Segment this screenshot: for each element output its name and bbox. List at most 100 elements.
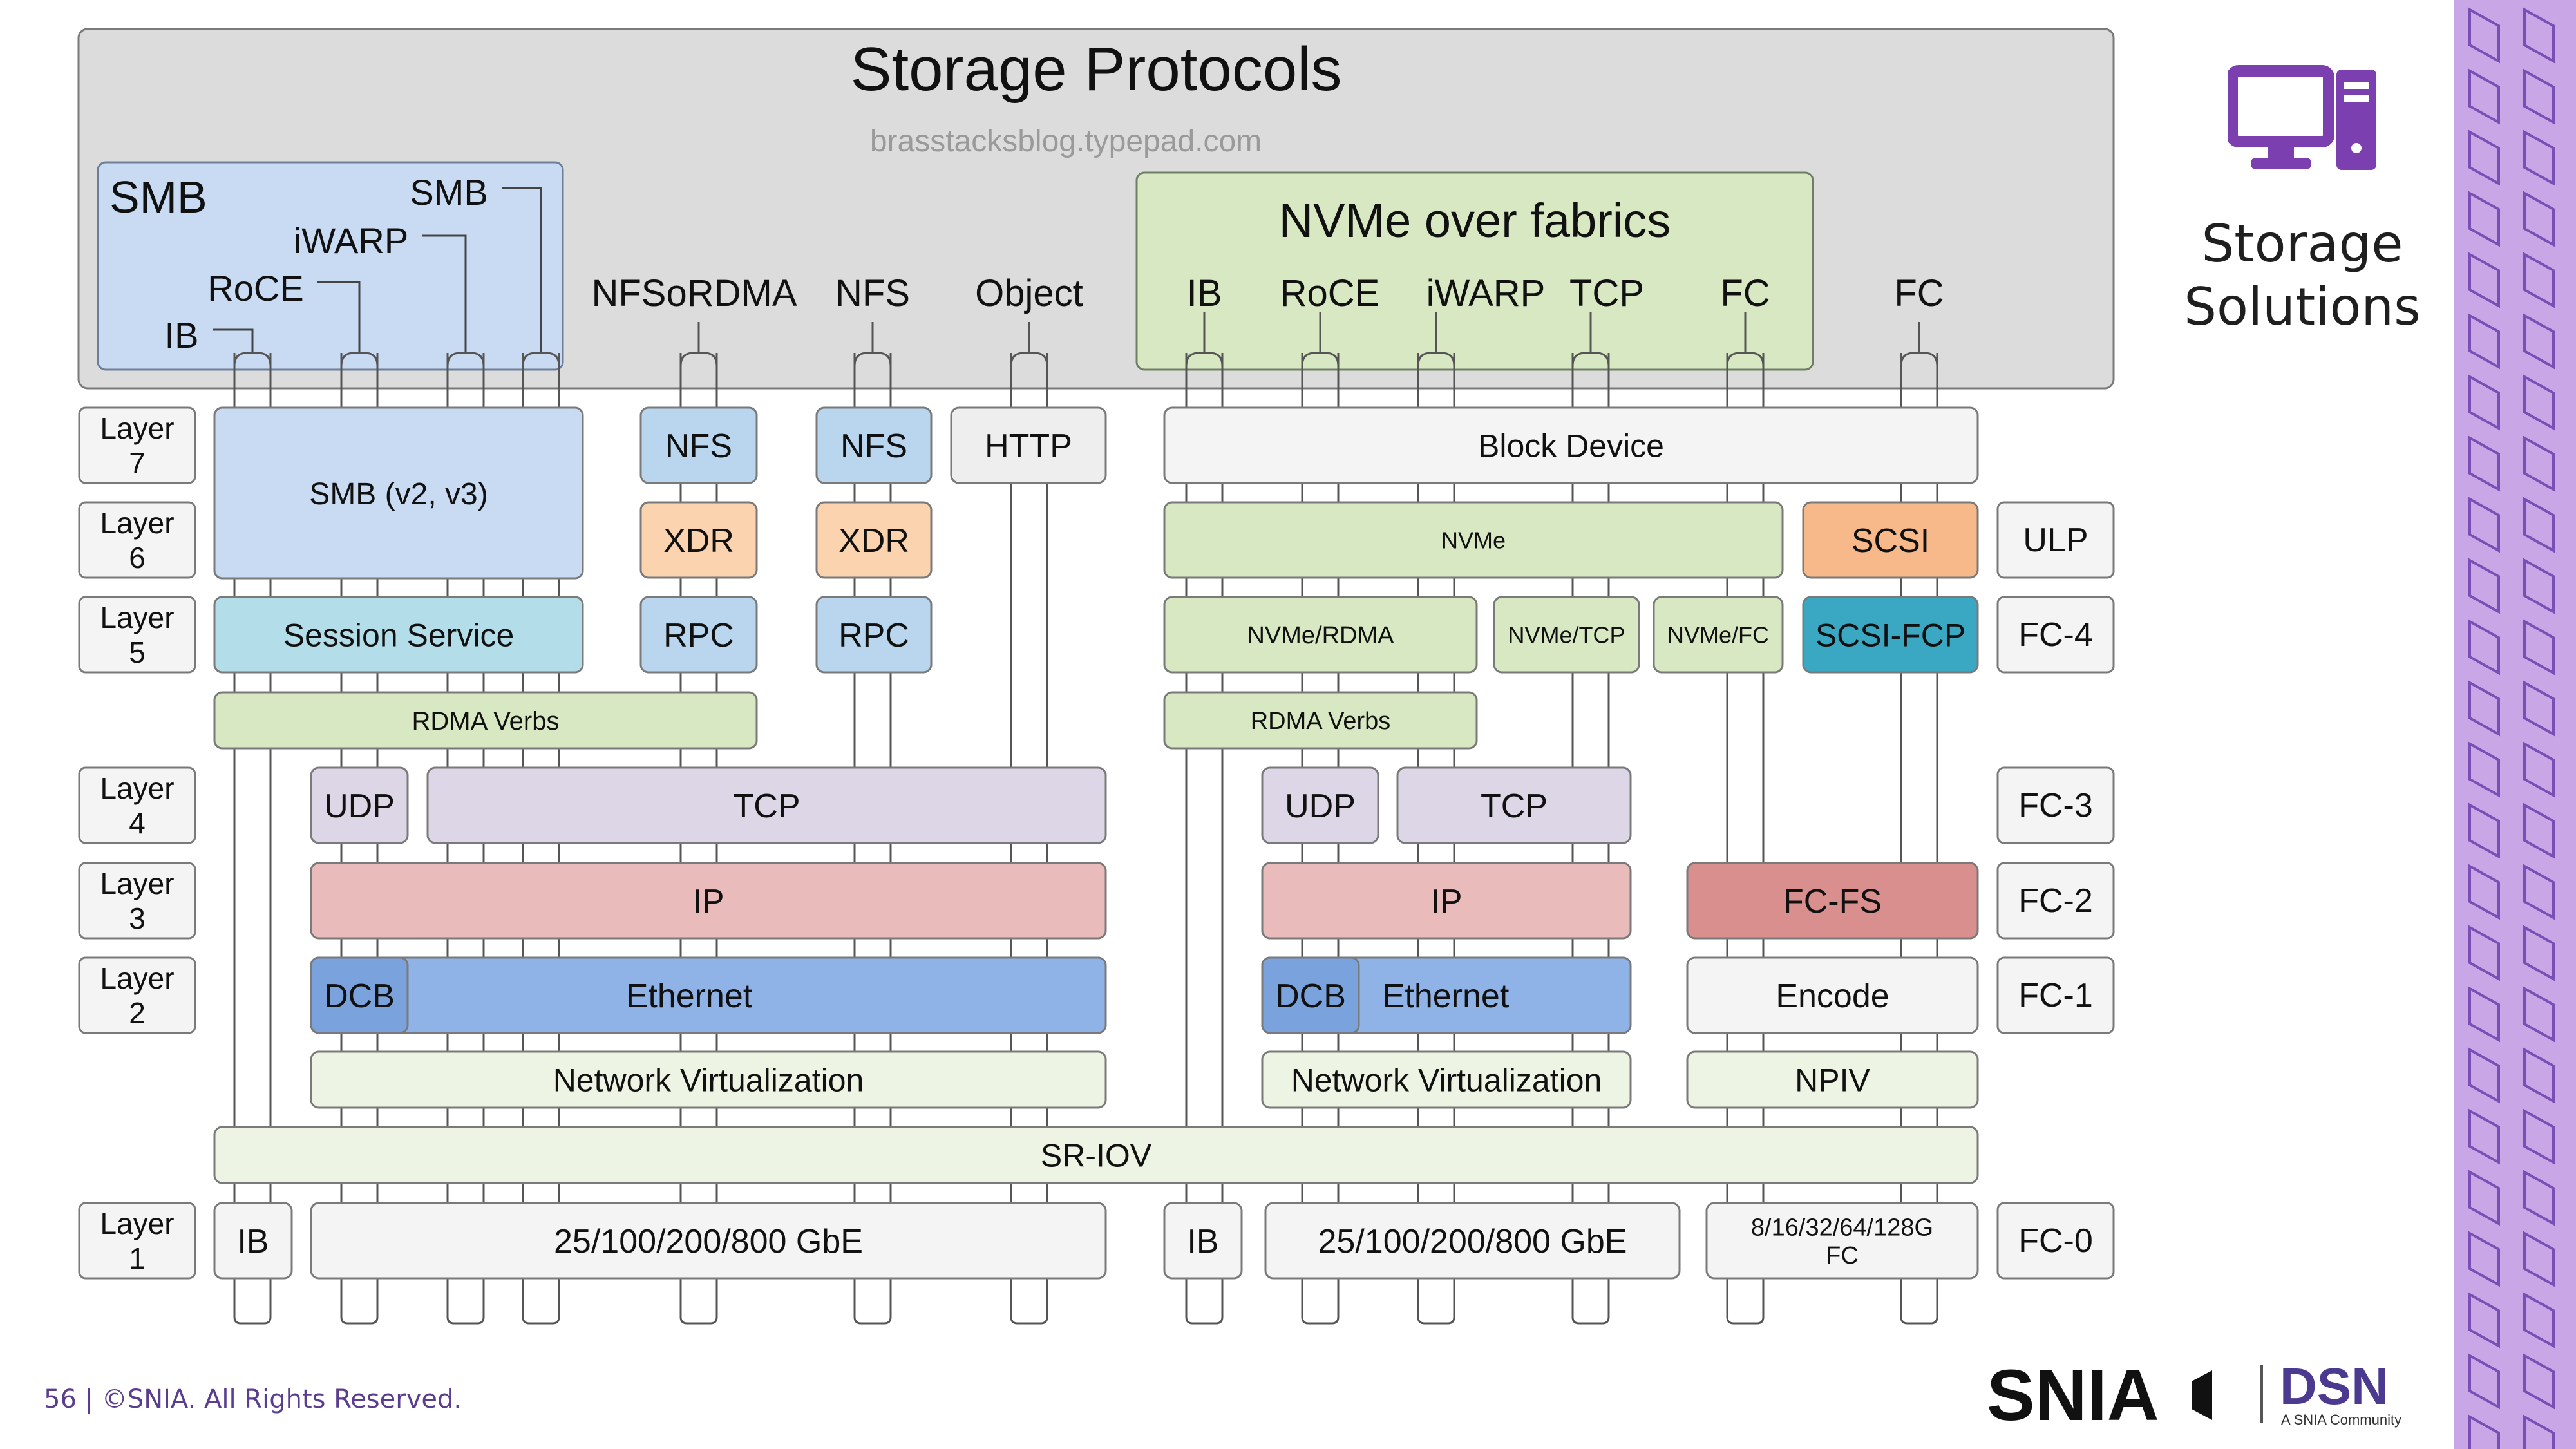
chevron-shape [2523,925,2555,981]
chevron-shape [2523,191,2555,247]
chevron-shape [2468,1047,2500,1104]
udp-right-box-label: UDP [1285,788,1356,825]
ip-left-box-label: IP [692,883,724,920]
xdr-box-1: XDR [639,501,758,579]
ip-left-box: IP [310,862,1107,940]
gbe-right-box-label: 25/100/200/800 GbE [1318,1223,1627,1260]
fc-level-label: FC-4 [2018,616,2093,654]
chevron-shape [2523,7,2555,64]
layer-label-word: Layer [100,412,174,445]
chevron-shape [2523,1047,2555,1104]
udp-right-box: UDP [1261,766,1379,844]
rpc-box-1-label: RPC [663,617,734,654]
gbe-right-box: 25/100/200/800 GbE [1264,1202,1681,1280]
layer-label-word: Layer [100,772,174,805]
nvmeof-tcp-label: TCP [1569,272,1644,314]
fc-level-label: FC-2 [2018,882,2093,920]
fc-speeds-box-label: 8/16/32/64/128G [1751,1214,1933,1241]
chevron-shape [2523,68,2555,125]
chevron-shape [2468,1170,2500,1226]
nvme-fc-box-label: NVMe/FC [1667,621,1769,648]
layer-label-word: Layer [100,1207,174,1240]
scsi-box: SCSI [1802,501,1979,579]
nvmeof-iwarp-label: iWARP [1426,272,1546,314]
chevron-shape [2468,374,2500,431]
layer-label-number: 2 [129,996,146,1030]
chevron-shape [2468,191,2500,247]
snia-logo: SNIA [1987,1359,2212,1430]
layer-label-word: Layer [100,601,174,634]
nvme-tcp-box: NVMe/TCP [1493,596,1640,674]
chevron-shape [2523,1353,2555,1410]
decorative-strip [2454,0,2576,1449]
chevron-shape [2523,680,2555,737]
chevron-shape [2523,864,2555,920]
chevron-shape [2468,1292,2500,1349]
fc-speeds-box-label: FC [1826,1242,1859,1269]
fc-level-fc-1: FC-1 [1996,956,2115,1034]
rdma-verbs-left-box: RDMA Verbs [213,691,758,750]
fc-level-fc-2: FC-2 [1996,862,2115,940]
chevron-shape [2468,925,2500,981]
smb-group [97,161,564,371]
chevron-shape [2468,802,2500,859]
chevron-shape [2523,741,2555,798]
nvmeof-roce-label: RoCE [1280,272,1380,314]
fc-label: FC [1894,272,1944,314]
session-service-box: Session Service [213,596,584,674]
nfs-label: NFS [835,272,910,314]
iwarp-label: iWARP [294,220,408,261]
watermark: brasstacksblog.typepad.com [870,124,1262,158]
xdr-box-2: XDR [815,501,933,579]
chevron-shape [2468,1231,2500,1287]
tcp-left-box: TCP [426,766,1107,844]
nvme-box-label: NVMe [1441,527,1506,553]
fc-level-label: FC-0 [2018,1222,2093,1260]
nvme-box: NVMe [1163,501,1784,579]
chevron-shape [2523,1414,2555,1449]
xdr-box-1-label: XDR [663,522,734,560]
dsn-logo-subtext: A SNIA Community [2281,1412,2401,1428]
network-virtualization-right-box-label: Network Virtualization [1291,1063,1602,1099]
nfs-box-2-label: NFS [840,428,907,465]
dcb-right-box-label: DCB [1275,978,1346,1015]
diagram-title: Storage Protocols [850,35,1341,104]
tcp-left-box-label: TCP [734,788,800,825]
chevron-shape [2523,313,2555,370]
smb-v2v3-box-label: SMB (v2, v3) [309,477,488,511]
nvmeof-ib-label: IB [1187,272,1222,314]
chevron-shape [2468,986,2500,1043]
computer-icon [2228,65,2376,170]
rdma-verbs-right-box-label: RDMA Verbs [1251,708,1391,735]
rpc-box-1: RPC [639,596,758,674]
nfsordma-label: NFSoRDMA [591,272,797,314]
chevron-shape [2523,252,2555,308]
layer-label-number: 3 [129,902,146,935]
block-device-box-label: Block Device [1478,428,1664,464]
udp-left-box: UDP [310,766,409,844]
copyright-footer: 56 | ©SNIA. All Rights Reserved. [44,1385,462,1414]
layer-label-number: 5 [129,636,146,669]
chevron-shape [2468,1353,2500,1410]
http-box-label: HTTP [985,428,1072,465]
layer-label-word: Layer [100,506,174,540]
chevron-shape [2468,313,2500,370]
scsi-fcp-box-label: SCSI-FCP [1815,618,1965,654]
fc-level-label: ULP [2023,522,2088,559]
layer-label-word: Layer [100,867,174,900]
dcb-right-box: DCB [1261,956,1360,1034]
chevron-shape [2468,252,2500,308]
chevron-shape [2468,68,2500,125]
layer-label-number: 4 [129,806,146,840]
layer-labels: Layer7Layer6Layer5Layer4Layer3Layer2Laye… [78,406,196,1280]
layer-label-number: 1 [129,1242,146,1275]
network-virtualization-left-box: Network Virtualization [310,1050,1107,1109]
gbe-left-box-label: 25/100/200/800 GbE [554,1223,863,1260]
chevron-shape [2468,129,2500,186]
snia-logo-mark [2192,1370,2212,1420]
